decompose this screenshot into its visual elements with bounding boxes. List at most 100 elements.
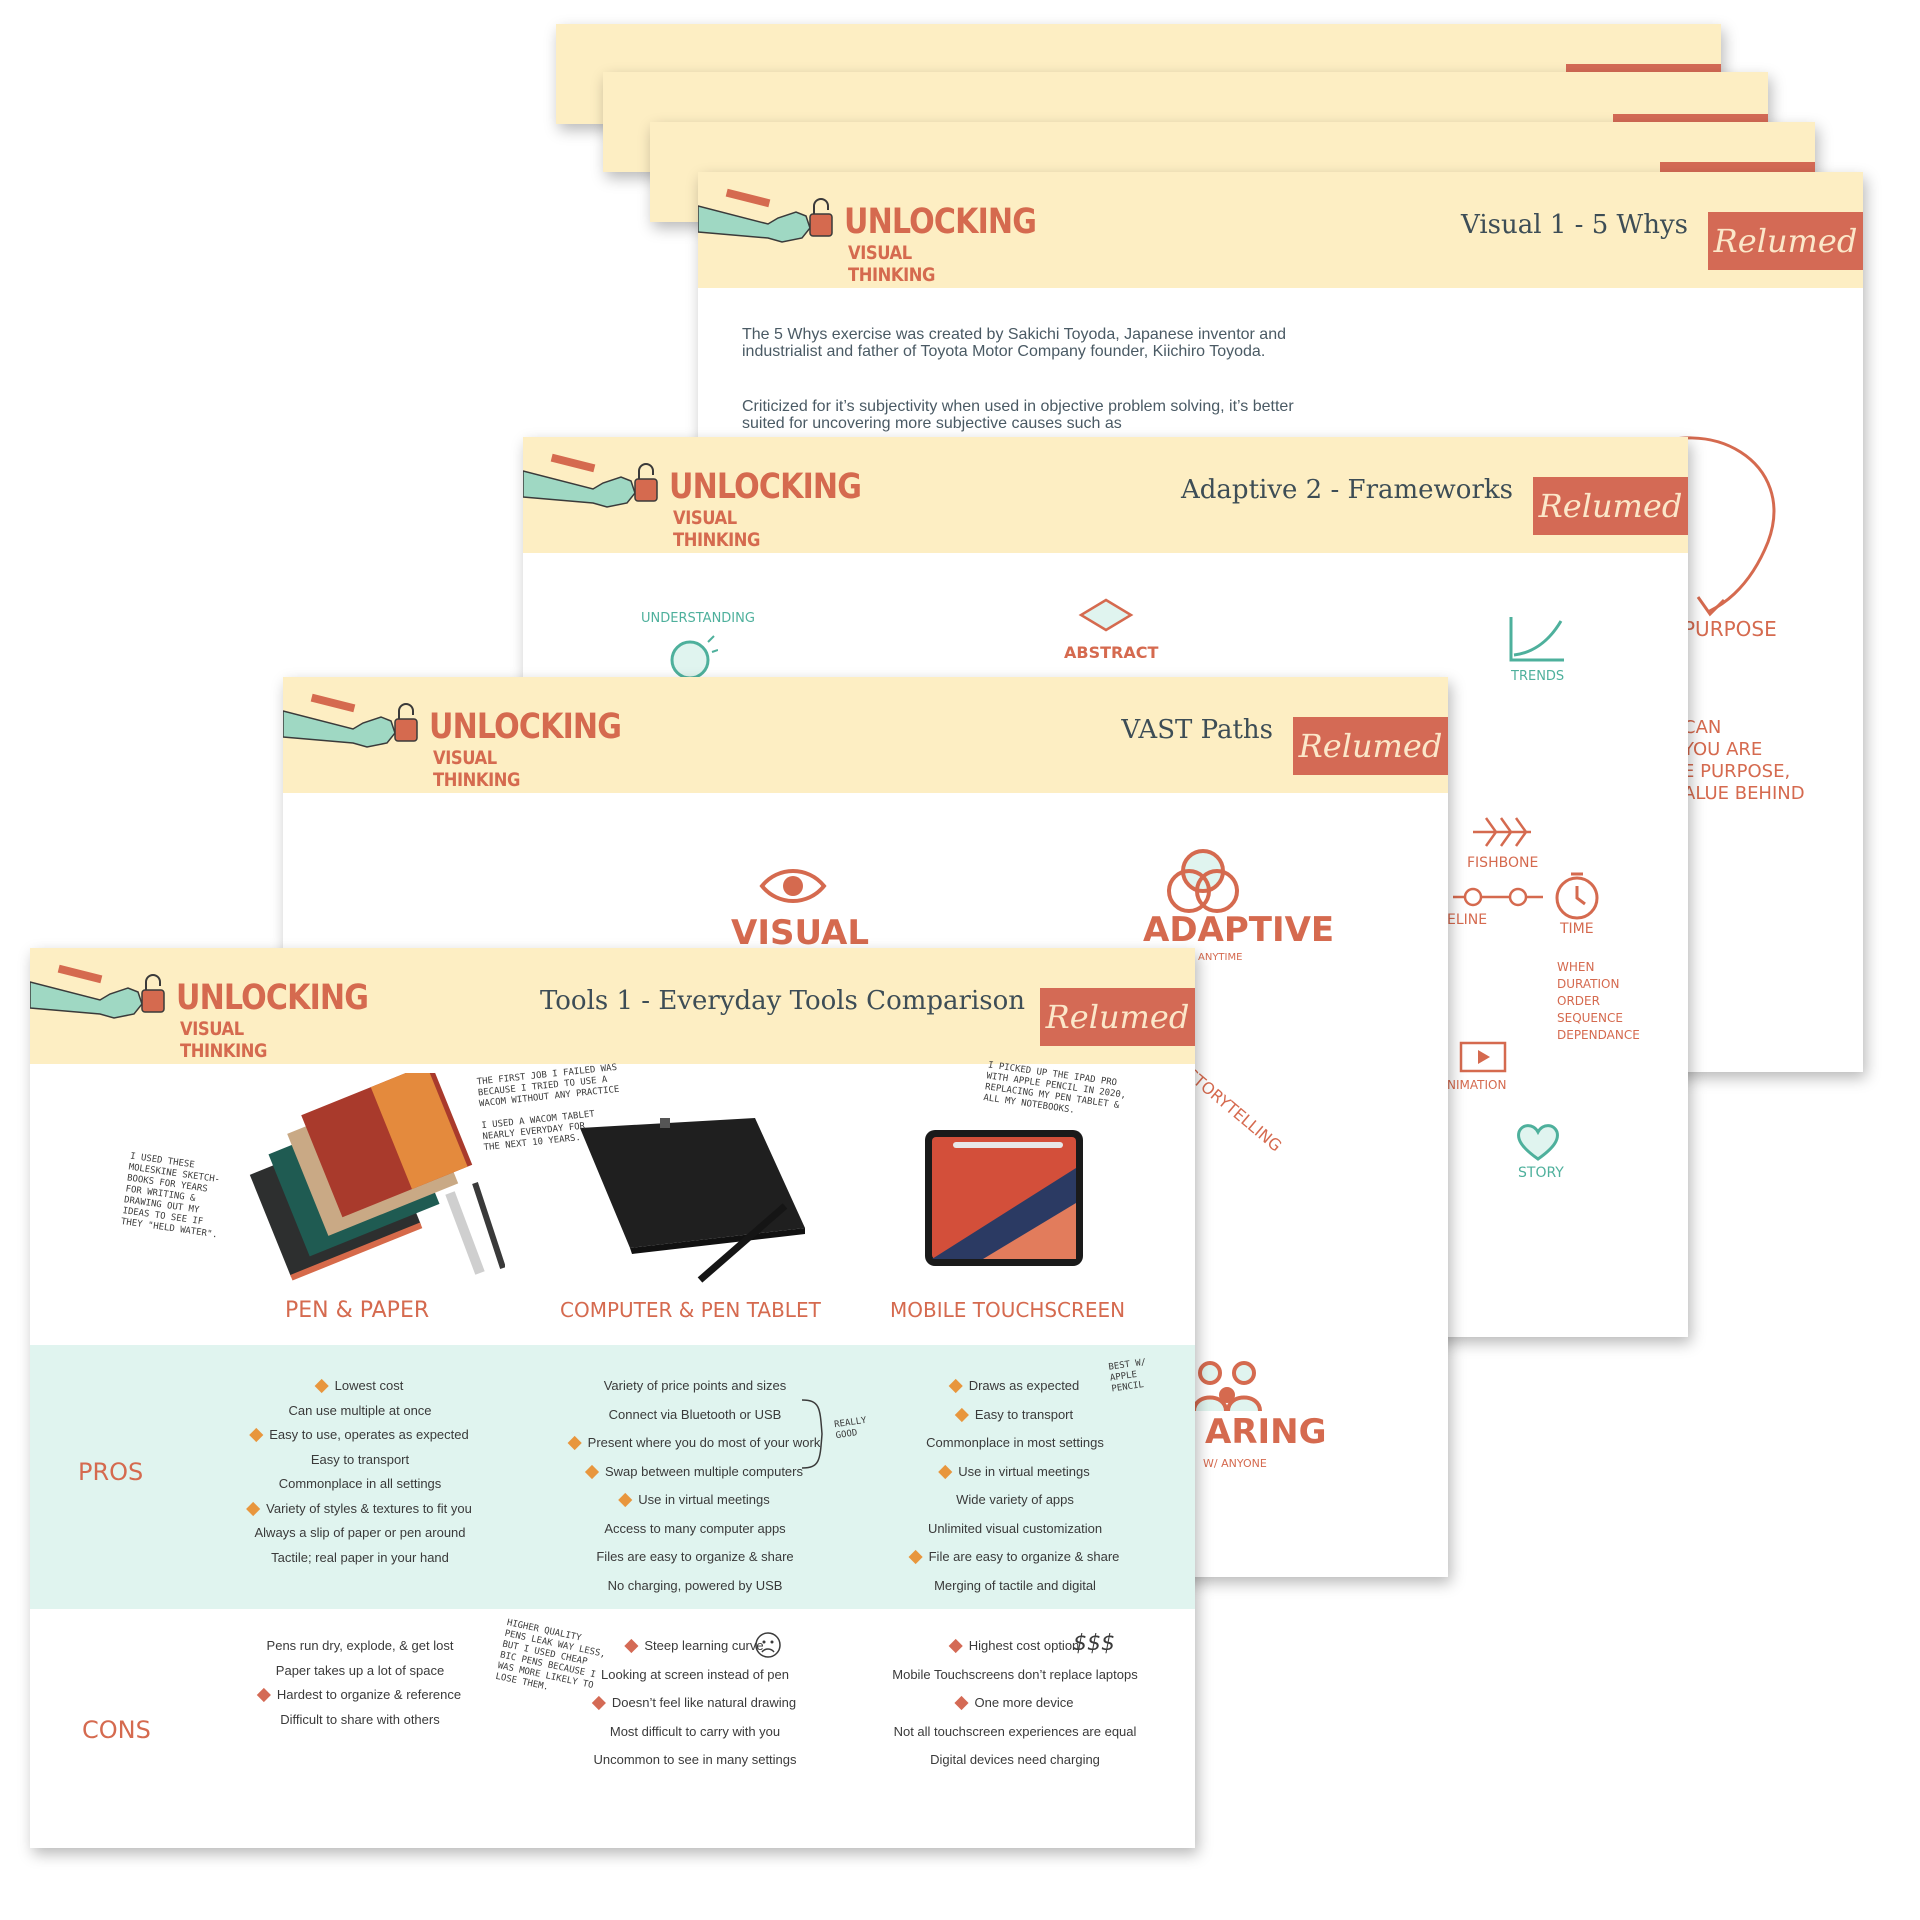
animation-label: NIMATION (1447, 1078, 1507, 1092)
notebooks-image (249, 1073, 505, 1281)
pro-item: Variety of styles & textures to fit you (246, 1500, 472, 1516)
pro-item: Easy to use, operates as expected (249, 1427, 469, 1443)
unlocking-logo: UNLOCKING VISUAL THINKING (523, 437, 862, 553)
hand-key-icon (283, 693, 418, 748)
pro-item: Commonplace in all settings (279, 1476, 442, 1491)
slide-header: UNLOCKING VISUAL THINKING Visual 1 - 5 W… (698, 172, 1863, 288)
slide-title: VAST Paths (1121, 715, 1273, 745)
pros-band (30, 1345, 1195, 1609)
con-item: Doesn’t feel like natural drawing (591, 1695, 797, 1711)
pro-item: Unlimited visual customization (928, 1521, 1102, 1536)
con-item: Looking at screen instead of pen (601, 1667, 789, 1682)
pro-text: Commonplace in all settings (278, 1476, 442, 1491)
relumed-badge: Relumed (1040, 988, 1195, 1046)
con-text: Most difficult to carry with you (609, 1723, 781, 1739)
pro-text: Present where you do most of your work (587, 1435, 821, 1450)
pro-text: Lowest cost (334, 1378, 404, 1393)
pro-item: Can use multiple at once (288, 1403, 431, 1418)
anytime-label: ANYTIME (1198, 952, 1243, 963)
relumed-badge: Relumed (1293, 717, 1448, 775)
bullet-diamond-icon (567, 1435, 582, 1451)
bullet-diamond-icon (948, 1638, 963, 1654)
time-label: TIME (1560, 921, 1594, 937)
bullet-diamond-icon (249, 1427, 264, 1443)
whys-paragraph-2: Criticized for it’s subjectivity when us… (742, 398, 1294, 432)
animation-icon (1459, 1041, 1507, 1073)
pro-item: Easy to transport (954, 1407, 1073, 1422)
bracket-mark (801, 1399, 823, 1469)
pro-item: Easy to transport (311, 1452, 409, 1467)
pro-item: Present where you do most of your work (567, 1435, 821, 1451)
bullet-diamond-icon (584, 1464, 600, 1479)
pro-item: File are easy to organize & share (908, 1549, 1120, 1565)
hand-key-icon (30, 964, 165, 1019)
eye-icon (759, 869, 827, 903)
pro-text: File are easy to organize & share (928, 1549, 1120, 1564)
fishbone-label: FISHBONE (1467, 855, 1539, 871)
pro-item: Tactile; real paper in your hand (271, 1550, 449, 1565)
pro-item: Variety of price points and sizes (604, 1378, 787, 1393)
con-item: Hardest to organize & reference (256, 1687, 462, 1703)
clock-icon (1555, 872, 1599, 920)
sharing-sub-label: W/ ANYONE (1203, 1457, 1267, 1470)
con-text: Doesn’t feel like natural drawing (611, 1695, 797, 1710)
pro-item: Draws as expected (948, 1378, 1080, 1394)
pro-item: Lowest cost (314, 1378, 404, 1394)
con-text: Highest cost option (968, 1638, 1080, 1653)
pro-item: Use in virtual meetings (618, 1492, 770, 1508)
timeline-icon (1453, 887, 1543, 907)
con-text: Hardest to organize & reference (276, 1687, 462, 1702)
con-text: Looking at screen instead of pen (601, 1666, 789, 1682)
con-text: Steep learning curve (644, 1638, 764, 1653)
time-list: WHEN DURATION ORDER SEQUENCE DEPENDANCE (1557, 960, 1640, 1042)
pro-item: Access to many computer apps (604, 1521, 785, 1536)
bullet-diamond-icon (314, 1378, 329, 1394)
people-icon (1192, 1361, 1262, 1412)
slide-title: Tools 1 - Everyday Tools Comparison (539, 986, 1025, 1016)
con-item: Most difficult to carry with you (610, 1724, 780, 1739)
timeline-label: ELINE (1447, 912, 1488, 928)
pro-item: Files are easy to organize & share (596, 1549, 793, 1564)
storytelling-label: STORYTELLING (1181, 1064, 1286, 1156)
pro-text: No charging, powered by USB (607, 1577, 783, 1593)
pro-item: Connect via Bluetooth or USB (609, 1407, 782, 1422)
pro-text: Easy to use, operates as expected (269, 1427, 469, 1442)
wacom-note: THE FIRST JOB I FAILED WAS BECAUSE I TRI… (476, 1062, 620, 1154)
ipad-note: I PICKED UP THE IPAD PRO WITH APPLE PENC… (982, 1060, 1127, 1116)
con-item: Pens run dry, explode, & get lost (267, 1638, 454, 1653)
pro-item: Swap between multiple computers (584, 1464, 803, 1479)
unlocking-logo: UNLOCKING VISUAL THINKING (698, 172, 1037, 288)
ipad-image (925, 1130, 1083, 1266)
slide-title: Visual 1 - 5 Whys (1461, 210, 1688, 240)
pro-text: Draws as expected (968, 1378, 1080, 1393)
trends-label: TRENDS (1511, 669, 1565, 684)
whys-paragraph-1: The 5 Whys exercise was created by Sakic… (742, 326, 1286, 360)
con-text: Pens run dry, explode, & get lost (266, 1638, 454, 1653)
pen-tablet-image (580, 1118, 805, 1283)
bullet-diamond-icon (624, 1638, 639, 1654)
con-item: One more device (954, 1695, 1074, 1711)
slide-header: UNLOCKING VISUAL THINKING Tools 1 - Ever… (30, 948, 1195, 1064)
lightbulb-icon (670, 635, 718, 680)
sad-face-icon (755, 1632, 781, 1658)
heart-icon (1517, 1124, 1559, 1161)
hand-key-icon (523, 453, 658, 508)
pens-quality-note: HIGHER QUALITY PENS LEAK WAY LESS, BUT I… (494, 1618, 607, 1693)
mobile-touchscreen-title: MOBILE TOUCHSCREEN (890, 1298, 1126, 1322)
con-text: One more device (974, 1695, 1074, 1710)
story-label: STORY (1518, 1165, 1564, 1181)
pro-text: Variety of styles & textures to fit you (266, 1500, 472, 1516)
pro-text: Wide variety of apps (956, 1492, 1074, 1507)
cons-label: CONS (82, 1716, 151, 1744)
pro-text: Access to many computer apps (604, 1520, 786, 1536)
con-text: Uncommon to see in many settings (593, 1752, 797, 1767)
pro-text: Merging of tactile and digital (934, 1577, 1096, 1593)
adaptive-label: ADAPTIVE (1143, 910, 1335, 950)
bullet-diamond-icon (618, 1492, 633, 1508)
con-item: Steep learning curve (624, 1638, 764, 1654)
bullet-diamond-icon (948, 1378, 963, 1394)
slide-title: Adaptive 2 - Frameworks (1181, 475, 1513, 505)
slide-header: UNLOCKING VISUAL THINKING Adaptive 2 - F… (523, 437, 1688, 553)
slide-header: UNLOCKING VISUAL THINKING VAST Paths Rel… (283, 677, 1448, 793)
purpose-note: CAN YOU ARE E PURPOSE, ALUE BEHIND (1683, 717, 1805, 804)
